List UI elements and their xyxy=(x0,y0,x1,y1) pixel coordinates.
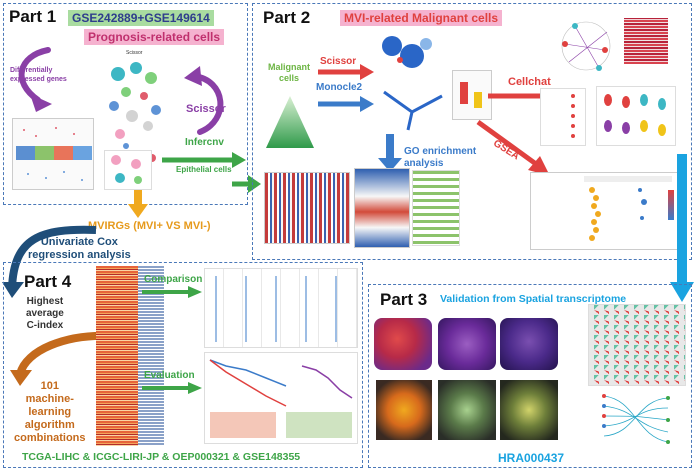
deg-curved-arrow xyxy=(18,47,52,112)
ml-label: 101 machine- learning algorithm combinat… xyxy=(14,380,86,444)
cox-label: Univariate Cox regression analysis xyxy=(28,236,131,261)
cox-curved-arrow xyxy=(2,225,97,298)
mif-signaling-network xyxy=(602,394,670,444)
cindex-label: Highest average C-index xyxy=(26,296,64,331)
part2-title: Part 2 xyxy=(263,8,311,27)
part1-title: Part 1 xyxy=(9,7,57,26)
cindex-bars xyxy=(138,266,164,446)
cohorts-label: TCGA-LIHC & ICGC-LIRI-JP & OEP000321 & G… xyxy=(22,451,301,463)
comparison-forest-marks xyxy=(215,276,337,342)
part2-boxplot-marks xyxy=(460,82,482,108)
scissor-arrow xyxy=(318,64,374,80)
cellchat-label: Cellchat xyxy=(508,76,551,88)
comparison-label: Comparison xyxy=(144,274,203,285)
monocle-arrow xyxy=(318,96,374,112)
infercnv-plot xyxy=(104,150,152,190)
go-heatmap xyxy=(354,168,410,248)
deg-label: Differentially expressed genes xyxy=(10,67,67,83)
part2-to-part3-arrow xyxy=(670,154,694,302)
part1-panel xyxy=(3,3,248,205)
mif-spatial-plot xyxy=(588,304,686,386)
scissor-curved-arrow xyxy=(184,66,224,135)
cellchat-dotplot-marks xyxy=(571,94,575,138)
comparison-forest-plot xyxy=(204,268,358,348)
cellchat-heatmap xyxy=(624,18,668,64)
part2-scissor-umap xyxy=(382,36,432,68)
cindex-heatmap xyxy=(96,266,138,446)
infercnv-plot-marks xyxy=(111,155,142,184)
part1-gene-plot-dots xyxy=(23,127,83,181)
part2-scissor-label: Scissor xyxy=(320,56,357,67)
hra-label: HRA000437 xyxy=(498,451,565,465)
go-label: GO enrichment analysis xyxy=(404,146,477,169)
part1-prognosis-label: Prognosis-related cells xyxy=(84,29,225,45)
part1-down-arrow xyxy=(128,190,148,218)
spatial-map-3 xyxy=(500,318,558,370)
trajectory-heatmap xyxy=(264,172,350,244)
spatial-map-1 xyxy=(374,318,432,370)
part3-title: Part 3 xyxy=(380,290,428,309)
part3-panel xyxy=(368,284,692,468)
go-terms-panel xyxy=(412,170,460,246)
mvirgs-label: MVIRGs (MVI+ VS MVI-) xyxy=(88,220,211,232)
spatial-map-4 xyxy=(376,380,432,440)
epithelial-label: Epithelial cells xyxy=(176,165,232,174)
part4-title: Part 4 xyxy=(24,272,72,291)
comparison-arrow xyxy=(142,286,202,298)
green-triangle xyxy=(266,96,314,148)
spatial-map-2 xyxy=(438,318,496,370)
spatial-map-5 xyxy=(438,380,496,440)
part1-gene-plot-bars xyxy=(16,146,92,160)
evaluation-label: Evaluation xyxy=(144,370,195,381)
part2-boxplot xyxy=(452,70,492,120)
gsea-dotplot xyxy=(530,172,682,250)
part2-panel xyxy=(252,3,692,260)
gsea-dotplot-marks xyxy=(584,176,674,241)
evaluation-plot-marks xyxy=(209,359,353,438)
spatial-map-6 xyxy=(500,380,558,440)
part4-panel xyxy=(3,262,363,468)
cellchat-violin-marks xyxy=(604,94,666,136)
cellchat-dotplot xyxy=(540,88,586,146)
malignant-cells-label: Malignant cells xyxy=(268,62,310,83)
infercnv-arrow xyxy=(162,152,246,168)
trajectory-plot xyxy=(383,90,443,131)
part1-to-part2-arrow xyxy=(232,175,261,193)
go-arrow xyxy=(378,134,402,172)
infercnv-label: Infercnv xyxy=(185,137,224,148)
gsea-arrow xyxy=(476,119,550,176)
validation-label: Validation from Spatial transcriptome xyxy=(440,293,627,305)
part1-scissor-label: Scissor xyxy=(186,103,226,115)
monocle-label: Monocle2 xyxy=(316,82,363,93)
cellchat-network xyxy=(561,21,611,71)
part1-datasets-label: GSE242889+GSE149614 xyxy=(68,10,214,26)
svg-text:Scissor: Scissor xyxy=(126,50,143,56)
mvi-malignant-label: MVI-related Malignant cells xyxy=(340,10,503,26)
evaluation-arrow xyxy=(142,382,202,394)
